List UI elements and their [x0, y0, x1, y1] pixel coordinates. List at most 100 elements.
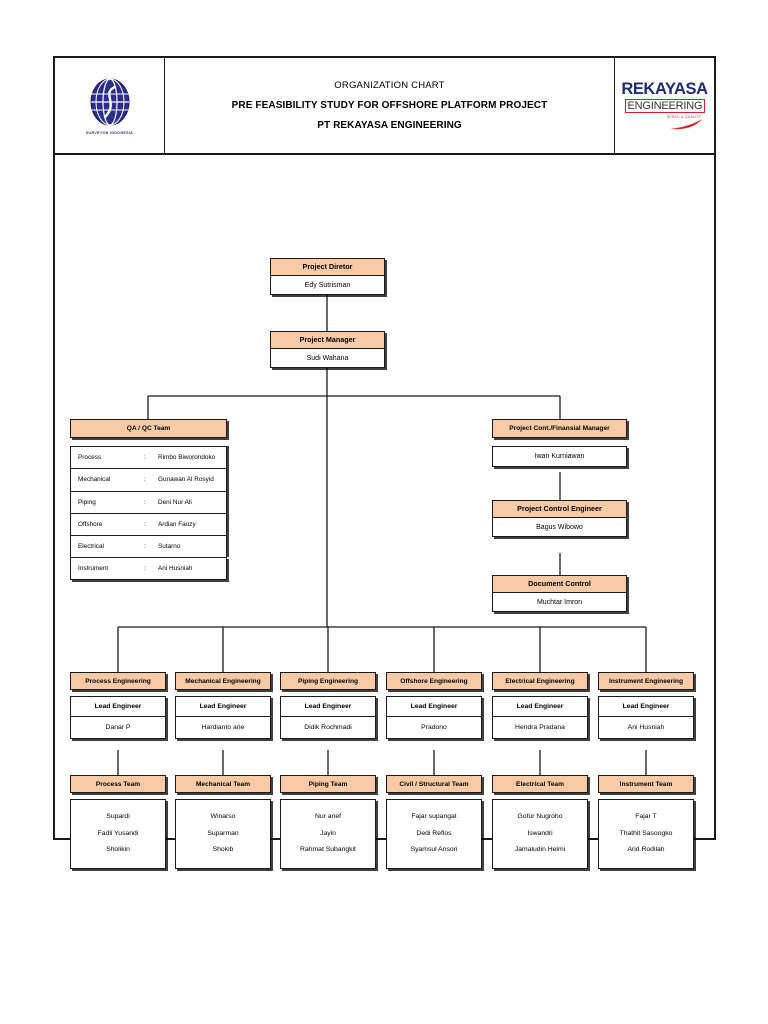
project-manager-name: Sudi Wahana [271, 349, 384, 367]
qa-qc-separator: : [144, 565, 146, 573]
node-team-header[interactable]: Piping Team [280, 775, 376, 793]
node-team-header[interactable]: Civil / Structural Team [386, 775, 482, 793]
qa-qc-row[interactable]: Offshore : Ardian Fauzy [70, 512, 227, 536]
team-member: Jamaludin Helmi [514, 846, 566, 854]
qa-qc-discipline: Instrument [78, 565, 109, 573]
qa-qc-row[interactable]: Piping : Deni Nur Ali [70, 490, 227, 513]
node-discipline-lead[interactable]: Lead Engineer Ani Husniah [598, 696, 694, 739]
qa-qc-separator: : [144, 454, 146, 462]
qa-qc-row[interactable]: Electrical : Sutarno [70, 535, 227, 558]
team-member: Jayin [320, 829, 336, 837]
rekayasa-logo-cell: REKAYASA ENGINEERING SPEED & QUALITY [614, 58, 714, 153]
project-control-engineer-name: Bagus Wibowo [493, 518, 626, 536]
node-team-members[interactable]: Nur arief Jayin Rahmat Subangkit [280, 799, 376, 869]
qa-qc-discipline: Piping [78, 498, 96, 506]
node-discipline-header[interactable]: Offshore Engineering [386, 672, 482, 690]
node-team-members[interactable]: Fajar supangat Dedi Reflos Syamsul Ansor… [386, 799, 482, 869]
swoosh-icon [669, 118, 702, 130]
rekayasa-subword: ENGINEERING [627, 99, 703, 112]
rekayasa-engineering-logo: REKAYASA ENGINEERING SPEED & QUALITY [621, 81, 708, 130]
team-member: Supardi [106, 812, 130, 820]
node-discipline-header[interactable]: Mechanical Engineering [175, 672, 271, 690]
lead-engineer-label: Lead Engineer [493, 697, 587, 717]
qa-qc-discipline: Offshore [78, 521, 103, 529]
node-team-members[interactable]: Supardi Fadli Yusandi Sholikin [70, 799, 166, 869]
document-control-title: Document Control [493, 576, 626, 593]
project-control-engineer-title: Project Control Engineer [493, 501, 626, 518]
document-control-name: Muchtar Imron [493, 593, 626, 611]
node-discipline-header[interactable]: Instrument Engineering [598, 672, 694, 690]
node-team-members[interactable]: Fajar T Thathit Sasongko Arid Rodilah [598, 799, 694, 869]
globe-icon [90, 77, 129, 126]
lead-engineer-label: Lead Engineer [176, 697, 270, 717]
node-discipline-lead[interactable]: Lead Engineer Hardianto arie [175, 696, 271, 739]
qa-qc-separator: : [144, 498, 146, 506]
lead-engineer-label: Lead Engineer [281, 697, 375, 717]
qa-qc-discipline: Electrical [78, 543, 104, 551]
lead-engineer-label: Lead Engineer [71, 697, 165, 717]
qa-qc-row[interactable]: Instrument : Ani Husniah [70, 557, 227, 580]
team-member: Fajar T [635, 812, 657, 820]
node-team-header[interactable]: Process Team [70, 775, 166, 793]
team-member: Gofur Nugroho [517, 812, 563, 820]
team-member: Dedi Reflos [416, 829, 452, 837]
node-discipline-lead[interactable]: Lead Engineer Didik Rochmadi [280, 696, 376, 739]
project-director-title: Project Diretor [271, 259, 384, 276]
qa-qc-row[interactable]: Mechanical : Gunawan Al Rosyid [70, 468, 227, 491]
node-team-members[interactable]: Winarso Suparman Shokib [175, 799, 271, 869]
node-document-control[interactable]: Document Control Muchtar Imron [492, 575, 627, 612]
surveyor-indonesia-logo: SURVEYOR INDONESIA [86, 77, 133, 135]
team-member: Syamsul Ansori [410, 846, 458, 854]
connector-lines [117, 295, 647, 775]
node-team-header[interactable]: Instrument Team [598, 775, 694, 793]
qa-qc-row[interactable]: Process : Rimbo Biworondoko [70, 446, 227, 469]
node-team-members[interactable]: Gofur Nugroho Iswandri Jamaludin Helmi [492, 799, 588, 869]
qa-qc-name: Deni Nur Ali [158, 498, 192, 506]
surveyor-indonesia-caption: SURVEYOR INDONESIA [85, 130, 134, 135]
node-team-header[interactable]: Mechanical Team [175, 775, 271, 793]
team-member: Fadli Yusandi [97, 829, 139, 837]
qa-qc-separator: : [144, 543, 146, 551]
qa-qc-name: Rimbo Biworondoko [158, 454, 216, 462]
node-discipline-lead[interactable]: Lead Engineer Pradono [386, 696, 482, 739]
org-chart-body: Project Diretor Edy Sutrisman Project Ma… [55, 155, 714, 869]
node-project-control-engineer[interactable]: Project Control Engineer Bagus Wibowo [492, 500, 627, 537]
lead-engineer-label: Lead Engineer [387, 697, 481, 717]
qa-qc-name: Ani Husniah [158, 565, 193, 573]
chart-title-block: ORGANIZATION CHART PRE FEASIBILITY STUDY… [165, 58, 614, 153]
node-discipline-header[interactable]: Electrical Engineering [492, 672, 588, 690]
rekayasa-wordmark: REKAYASA [621, 80, 708, 99]
qa-qc-separator: : [144, 476, 146, 484]
team-member: Sholikin [106, 846, 130, 854]
rekayasa-engineering-box: ENGINEERING [624, 98, 705, 114]
node-team-header[interactable]: Electrical Team [492, 775, 588, 793]
qa-qc-discipline: Process [78, 454, 102, 462]
node-discipline-header[interactable]: Piping Engineering [280, 672, 376, 690]
node-qa-qc-team-header[interactable]: QA / QC Team [70, 419, 227, 438]
team-member: Thathit Sasongko [619, 829, 673, 837]
qa-qc-separator: : [144, 521, 146, 529]
team-member: Arid Rodilah [627, 846, 665, 854]
qa-qc-name: Gunawan Al Rosyid [158, 476, 214, 484]
qa-qc-team-rows: Process : Rimbo Biworondoko Mechanical :… [70, 446, 227, 580]
node-discipline-lead[interactable]: Lead Engineer Hendra Pradana [492, 696, 588, 739]
rekayasa-tagline: SPEED & QUALITY [666, 114, 702, 119]
team-member: Iswandri [527, 829, 553, 837]
chart-header: SURVEYOR INDONESIA ORGANIZATION CHART PR… [55, 58, 714, 155]
node-discipline-lead[interactable]: Lead Engineer Danar P [70, 696, 166, 739]
lead-engineer-name: Danar P [105, 724, 131, 731]
node-finance-manager-header[interactable]: Project Cont./Finansial Manager [492, 419, 627, 438]
node-finance-manager-name[interactable]: Iwan Kurniawan [492, 446, 627, 467]
lead-engineer-label: Lead Engineer [599, 697, 693, 717]
surveyor-indonesia-logo-cell: SURVEYOR INDONESIA [55, 58, 165, 153]
team-member: Winarso [210, 812, 236, 820]
team-member: Shokib [212, 846, 234, 854]
project-manager-title: Project Manager [271, 332, 384, 349]
node-project-manager[interactable]: Project Manager Sudi Wahana [270, 331, 385, 368]
node-project-director[interactable]: Project Diretor Edy Sutrisman [270, 258, 385, 295]
team-member: Suparman [207, 829, 239, 837]
qa-qc-name: Ardian Fauzy [158, 521, 196, 529]
node-discipline-header[interactable]: Process Engineering [70, 672, 166, 690]
project-director-name: Edy Sutrisman [271, 276, 384, 294]
lead-engineer-name: Hendra Pradana [515, 724, 565, 731]
